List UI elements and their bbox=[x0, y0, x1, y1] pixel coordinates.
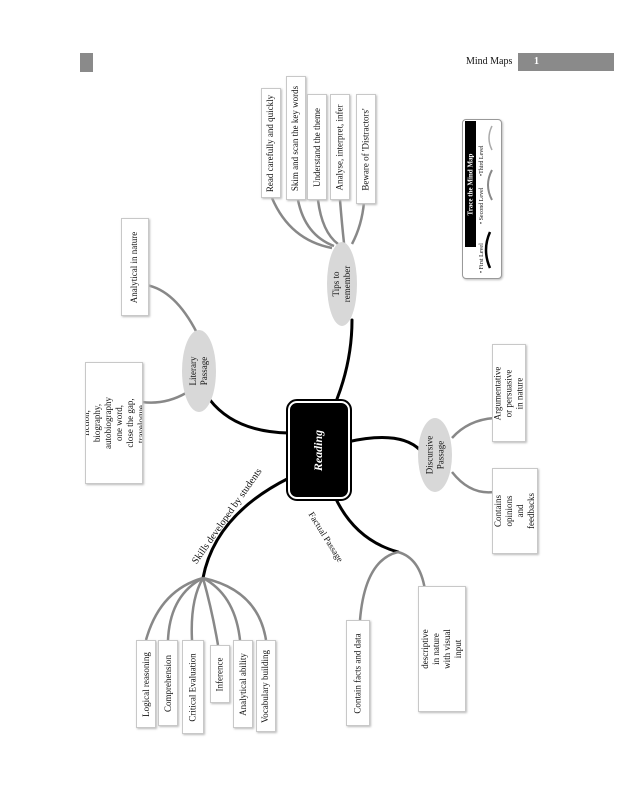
line-skills-1 bbox=[144, 576, 204, 641]
tip-box-5: Beware of 'Distractors' bbox=[356, 94, 376, 204]
line-center-skills bbox=[201, 476, 291, 580]
line-center-literary bbox=[208, 398, 291, 435]
tip-box-4: Analyse, interpret, infer bbox=[330, 94, 350, 200]
line-center-discursive bbox=[345, 436, 422, 452]
skill-box-3: Critical Evaluation bbox=[182, 640, 204, 734]
tip-box-2: Skim and scan the key words bbox=[286, 76, 306, 200]
factual-box-2: Information or descriptive in nature wit… bbox=[418, 586, 466, 712]
line-literary-1 bbox=[145, 283, 199, 334]
tip-box-3: Understand the theme bbox=[307, 94, 327, 200]
legend-third-level: •Third Level bbox=[479, 145, 485, 176]
line-literary-2 bbox=[141, 391, 187, 404]
oval-literary: Literary Passage bbox=[182, 330, 216, 412]
skill-box-4: Inference bbox=[210, 645, 230, 703]
skill-box-1: Logical reasoning bbox=[136, 640, 156, 728]
legend-second-level: • Second Level bbox=[479, 187, 485, 224]
skill-box-6: Vocabulary building bbox=[256, 640, 276, 732]
line-factual-2 bbox=[397, 550, 427, 591]
line-tips-2 bbox=[296, 199, 335, 248]
line-discursive-2 bbox=[451, 471, 495, 494]
tip-box-1: Read carefully and quickly bbox=[261, 88, 281, 198]
oval-tips: Tips to remember bbox=[327, 242, 357, 326]
line-center-factual bbox=[333, 495, 400, 554]
line-tips-1 bbox=[270, 197, 333, 250]
literary-box-1: Analytical in nature bbox=[121, 218, 149, 316]
line-skills-2 bbox=[166, 576, 204, 641]
line-skills-3 bbox=[190, 577, 205, 641]
discursive-box-1: Argumentative or persuasive in nature bbox=[492, 344, 526, 442]
skill-box-5: Analytical ability bbox=[233, 640, 253, 728]
line-discursive-1 bbox=[451, 416, 495, 439]
discursive-box-2: Contains opinions and feedbacks bbox=[492, 468, 538, 554]
skill-box-2: Comprehension bbox=[158, 640, 178, 726]
center-label: Reading bbox=[311, 429, 326, 471]
line-tips-4 bbox=[338, 199, 346, 244]
header-title: Mind Maps bbox=[466, 56, 513, 67]
legend-title: Trace the Mind Map bbox=[465, 121, 476, 247]
line-tips-3 bbox=[316, 199, 339, 245]
line-skills-4 bbox=[201, 577, 220, 646]
oval-discursive: Discursive Passage bbox=[418, 418, 452, 492]
center-node: Reading bbox=[286, 399, 352, 501]
factual-box-1: Contain facts and data bbox=[346, 620, 370, 726]
line-tips-5 bbox=[350, 201, 366, 245]
line-center-tips bbox=[335, 318, 354, 401]
line-skills-5 bbox=[202, 576, 242, 641]
line-factual-1 bbox=[358, 550, 399, 621]
page-number: 1 bbox=[518, 53, 614, 71]
legend-first-level: • First Level bbox=[479, 243, 485, 273]
literary-box-2: Taken from fiction, biography, autobiogr… bbox=[85, 362, 143, 484]
line-skills-6 bbox=[202, 576, 268, 641]
header-marker bbox=[80, 53, 93, 72]
